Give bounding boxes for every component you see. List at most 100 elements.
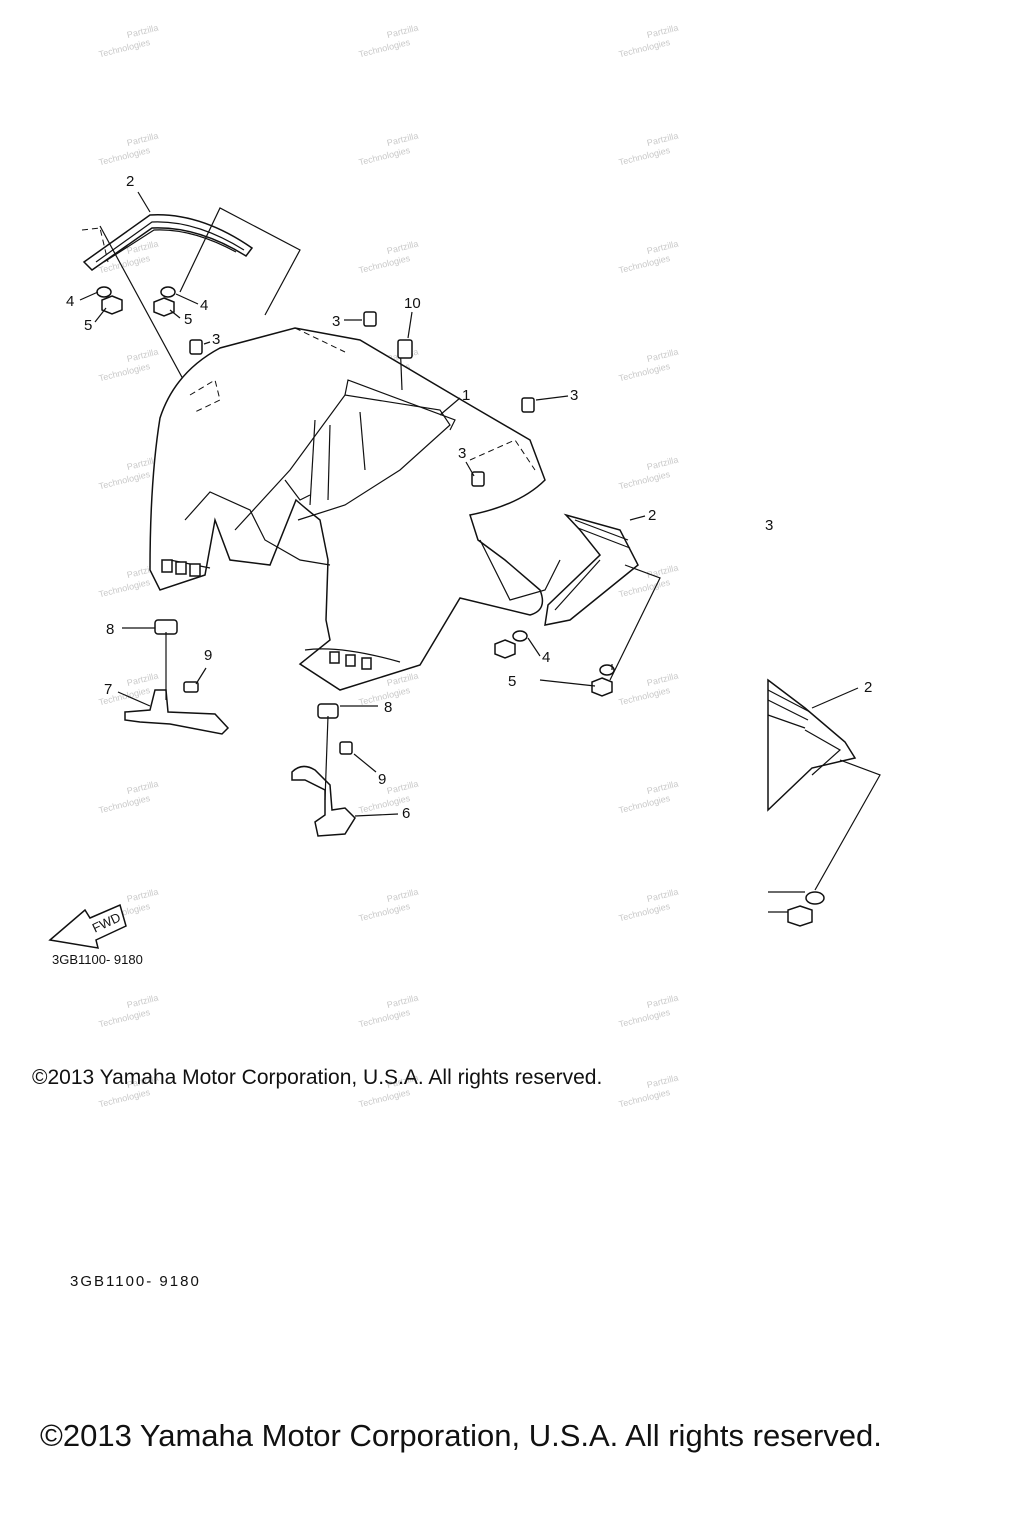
callout-9-right: 9	[378, 771, 386, 788]
watermark-text: Partzilla	[646, 1073, 679, 1090]
watermark-text: Technologies	[98, 361, 152, 384]
watermark-text: Technologies	[618, 1087, 672, 1110]
watermark-text: Partzilla	[126, 887, 159, 904]
watermark-text: Partzilla	[646, 455, 679, 472]
callout-6: 6	[402, 805, 410, 822]
watermark-text: Partzilla	[646, 131, 679, 148]
watermark-text: Partzilla	[386, 239, 419, 256]
callouts: 2 4 5 4 5 3 3 10 1 3 3 2 4 5 8 9 7 8 9 6…	[52, 173, 872, 967]
watermark-text: Partzilla	[126, 23, 159, 40]
watermark-text: Partzilla	[646, 563, 679, 580]
watermark-text: Partzilla	[386, 779, 419, 796]
bracket-right	[291, 703, 356, 837]
watermark-text: Partzilla	[646, 887, 679, 904]
watermark-text: Technologies	[358, 37, 412, 60]
watermark-text: Partzilla	[126, 779, 159, 796]
bracket-left	[124, 619, 230, 735]
watermark-text: Technologies	[618, 1007, 672, 1030]
callout-3-right: 3	[570, 387, 578, 404]
watermark-text: Technologies	[98, 577, 152, 600]
watermark-text: Technologies	[618, 793, 672, 816]
watermark-text: Technologies	[358, 901, 412, 924]
watermark-text: Technologies	[98, 1007, 152, 1030]
callout-8-left: 8	[106, 621, 114, 638]
watermark-text: Partzilla	[126, 671, 159, 688]
fwd-arrow: FWD	[48, 903, 127, 949]
watermark-text: Partzilla	[386, 887, 419, 904]
callout-3-left: 3	[212, 331, 220, 348]
callout-5-right: 5	[508, 673, 516, 690]
callout-3-top: 3	[332, 313, 340, 330]
watermark-text: Technologies	[98, 145, 152, 168]
callout-4-left: 4	[66, 293, 74, 310]
leader-lines	[79, 191, 646, 817]
watermark-text: Technologies	[358, 1007, 412, 1030]
watermark-text: Technologies	[618, 361, 672, 384]
figure-code: 3GB1100- 9180	[52, 952, 143, 967]
callout-7: 7	[104, 681, 112, 698]
watermark-text: Technologies	[618, 145, 672, 168]
callout-2-right: 2	[648, 507, 656, 524]
watermark-text: Partzilla	[386, 23, 419, 40]
watermark-text: Technologies	[98, 1087, 152, 1110]
watermark-text: Technologies	[98, 469, 152, 492]
callout-8-right: 8	[384, 699, 392, 716]
watermark-text: Technologies	[618, 685, 672, 708]
watermark-text: Partzilla	[386, 993, 419, 1010]
watermark-text: Partzilla	[126, 347, 159, 364]
watermark-text: Technologies	[98, 37, 152, 60]
watermark-text: Partzilla	[386, 131, 419, 148]
watermark-text: Technologies	[358, 145, 412, 168]
callout-2-enlarged: 2	[864, 679, 872, 696]
callout-3-lower: 3	[458, 445, 466, 462]
enlarged-view-fragment: 3	[765, 517, 881, 927]
front-fender	[149, 207, 546, 691]
watermark-text: Technologies	[618, 37, 672, 60]
watermark-text: Partzilla	[646, 347, 679, 364]
watermark-text: Technologies	[358, 253, 412, 276]
watermark-text: Technologies	[618, 253, 672, 276]
watermark-text: Technologies	[358, 1087, 412, 1110]
callout-2-top: 2	[126, 173, 134, 190]
front-guard-right	[479, 513, 661, 681]
watermark-text: Partzilla	[126, 993, 159, 1010]
copyright-large: ©2013 Yamaha Motor Corporation, U.S.A. A…	[40, 1418, 882, 1453]
watermark-text: Partzilla	[646, 993, 679, 1010]
watermark-text: Technologies	[618, 469, 672, 492]
watermark-text: Technologies	[618, 577, 672, 600]
watermark-text: Partzilla	[126, 131, 159, 148]
watermark-text: Partzilla	[646, 23, 679, 40]
watermark-text: Technologies	[618, 901, 672, 924]
callout-4-right: 4	[542, 649, 550, 666]
callout-1: 1	[462, 387, 470, 404]
callout-5-mid: 5	[184, 311, 192, 328]
callout-9-left: 9	[204, 647, 212, 664]
watermark-text: Partzilla	[646, 671, 679, 688]
figure-code-cut: 3GB1100- 9180	[70, 1273, 201, 1290]
watermark-text: Partzilla	[646, 239, 679, 256]
copyright-small: ©2013 Yamaha Motor Corporation, U.S.A. A…	[32, 1066, 603, 1089]
watermark-text: Technologies	[98, 793, 152, 816]
callout-4-mid: 4	[200, 297, 208, 314]
callout-5-left: 5	[84, 317, 92, 334]
